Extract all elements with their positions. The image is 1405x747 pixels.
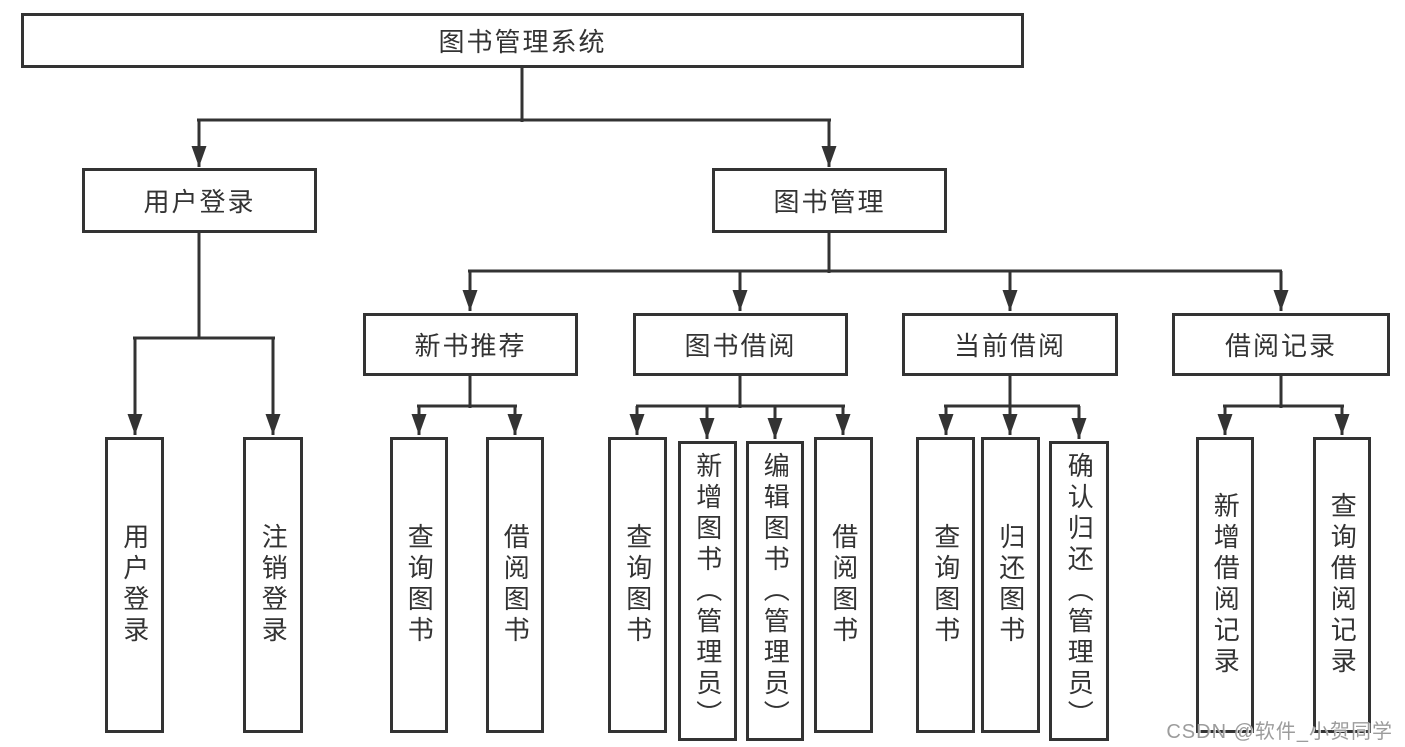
leaf-edit-books-admin-label: 编辑图书（管理员） bbox=[760, 451, 791, 731]
leaf-logout: 注销登录 bbox=[243, 437, 303, 733]
node-library-management-system: 图书管理系统 bbox=[21, 13, 1024, 68]
node-borrow-records-label: 借阅记录 bbox=[1224, 331, 1337, 361]
leaf-query-books-borrowing: 查询图书 bbox=[608, 437, 667, 733]
leaf-query-borrow-record: 查询借阅记录 bbox=[1313, 437, 1371, 733]
leaf-add-books-admin-label: 新增图书（管理员） bbox=[692, 451, 723, 731]
leaf-query-books-current-label: 查询图书 bbox=[930, 523, 961, 647]
leaf-query-books-recommend-label: 查询图书 bbox=[404, 523, 435, 647]
leaf-query-books-recommend: 查询图书 bbox=[390, 437, 448, 733]
leaf-logout-label: 注销登录 bbox=[258, 523, 289, 647]
node-book-borrowing: 图书借阅 bbox=[633, 313, 848, 376]
leaf-borrow-books-label: 借阅图书 bbox=[828, 523, 859, 647]
node-current-borrowing: 当前借阅 bbox=[902, 313, 1118, 376]
leaf-edit-books-admin: 编辑图书（管理员） bbox=[746, 441, 804, 741]
node-new-book-recommend-label: 新书推荐 bbox=[414, 331, 527, 361]
leaf-add-books-admin: 新增图书（管理员） bbox=[678, 441, 737, 741]
node-book-borrowing-label: 图书借阅 bbox=[684, 331, 797, 361]
node-borrow-records: 借阅记录 bbox=[1172, 313, 1390, 376]
leaf-query-books-borrowing-label: 查询图书 bbox=[622, 523, 653, 647]
leaf-confirm-return-admin: 确认归还（管理员） bbox=[1049, 441, 1109, 741]
node-user-login: 用户登录 bbox=[82, 168, 317, 233]
leaf-query-books-current: 查询图书 bbox=[916, 437, 975, 733]
node-user-login-label: 用户登录 bbox=[143, 187, 256, 217]
leaf-confirm-return-admin-label: 确认归还（管理员） bbox=[1064, 451, 1095, 731]
leaf-user-login: 用户登录 bbox=[105, 437, 164, 733]
node-book-management: 图书管理 bbox=[712, 168, 947, 233]
node-new-book-recommend: 新书推荐 bbox=[363, 313, 578, 376]
node-book-management-label: 图书管理 bbox=[773, 187, 886, 217]
leaf-borrow-books-recommend: 借阅图书 bbox=[486, 437, 544, 733]
leaf-borrow-books-recommend-label: 借阅图书 bbox=[500, 523, 531, 647]
leaf-add-borrow-record: 新增借阅记录 bbox=[1196, 437, 1254, 733]
node-library-management-system-label: 图书管理系统 bbox=[438, 27, 607, 57]
node-current-borrowing-label: 当前借阅 bbox=[953, 331, 1066, 361]
leaf-borrow-books: 借阅图书 bbox=[814, 437, 873, 733]
leaf-query-borrow-record-label: 查询借阅记录 bbox=[1327, 492, 1358, 678]
leaf-add-borrow-record-label: 新增借阅记录 bbox=[1210, 492, 1241, 678]
csdn-watermark: CSDN @软件_小贺同学 bbox=[1166, 721, 1393, 743]
leaf-return-books-label: 归还图书 bbox=[995, 523, 1026, 647]
leaf-user-login-label: 用户登录 bbox=[119, 523, 150, 647]
leaf-return-books: 归还图书 bbox=[981, 437, 1040, 733]
